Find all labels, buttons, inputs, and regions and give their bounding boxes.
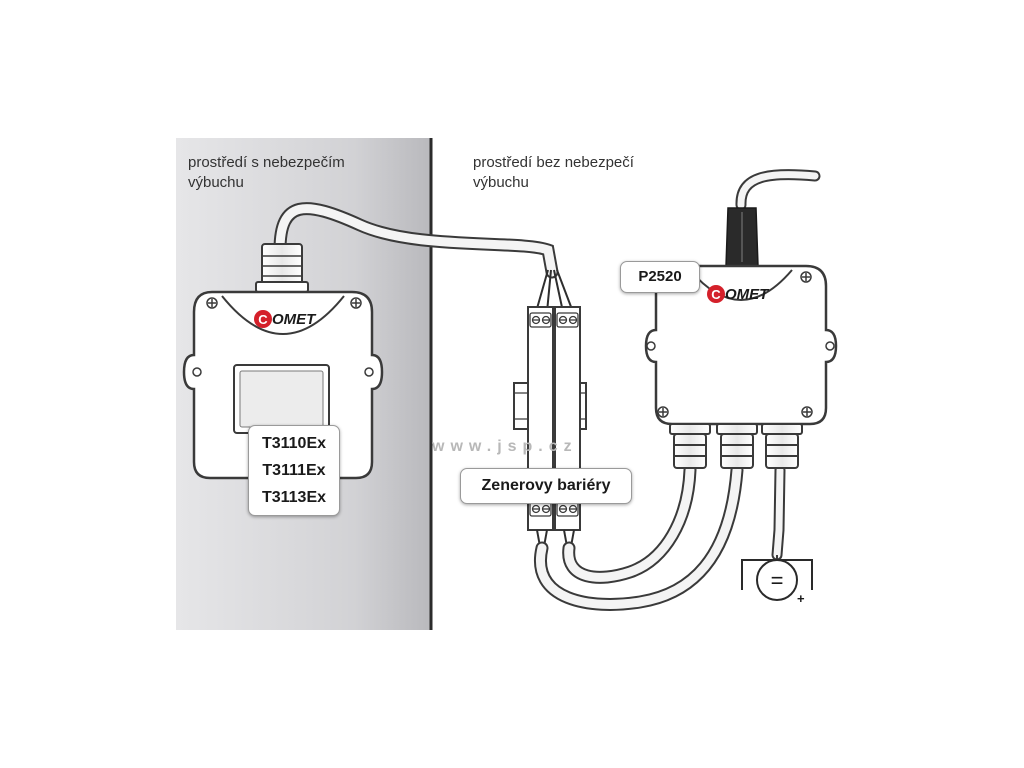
svg-text:+: + xyxy=(797,591,805,606)
watermark-text: www.jsp.cz xyxy=(432,438,578,455)
hazardous-zone-title-line-1: prostředí s nebezpečím xyxy=(188,154,345,171)
sensor-cable-wires xyxy=(535,269,574,313)
receiver-comet-logo: C OMET xyxy=(707,285,770,303)
receiver-screws xyxy=(646,271,835,418)
transmitter-screws xyxy=(192,297,374,377)
svg-text:C: C xyxy=(258,312,268,327)
safe-zone-title-line-1: prostředí bez nebezpečí xyxy=(473,154,634,171)
barrier-to-receiver-cables xyxy=(533,463,786,611)
zener-barrier-label: Zenerovy bariéry xyxy=(460,468,632,504)
dc-source-symbol xyxy=(756,559,798,601)
dc-power-supply: = + xyxy=(741,555,813,606)
transmitter-model-1: T3110Ex xyxy=(261,435,327,452)
svg-text:OMET: OMET xyxy=(272,311,317,328)
receiver-cable-glands xyxy=(669,423,803,469)
transmitter-model-2: T3111Ex xyxy=(262,462,326,479)
receiver-device: C OMET xyxy=(644,169,838,469)
safe-zone-title-line-2: výbuchu xyxy=(473,174,529,191)
safe-zone-title: prostředí bez nebezpečí výbuchu xyxy=(473,153,634,193)
transmitter-model-label: T3110Ex T3111Ex T3113Ex xyxy=(248,425,340,516)
svg-text:=: = xyxy=(771,568,784,593)
svg-text:OMET: OMET xyxy=(725,286,770,303)
transmitter-model-3: T3113Ex xyxy=(261,489,327,506)
receiver-model-label: P2520 xyxy=(620,261,700,293)
hazardous-zone-title: prostředí s nebezpečím výbuchu xyxy=(188,153,345,193)
hazardous-zone-title-line-2: výbuchu xyxy=(188,174,244,191)
transmitter-comet-logo: C OMET xyxy=(254,310,317,328)
zener-barriers xyxy=(513,306,587,553)
transmitter-cable-gland xyxy=(261,243,303,285)
barrier-bottom-terminals xyxy=(529,501,579,517)
barrier-top-terminals xyxy=(529,312,579,328)
svg-text:C: C xyxy=(711,287,721,302)
